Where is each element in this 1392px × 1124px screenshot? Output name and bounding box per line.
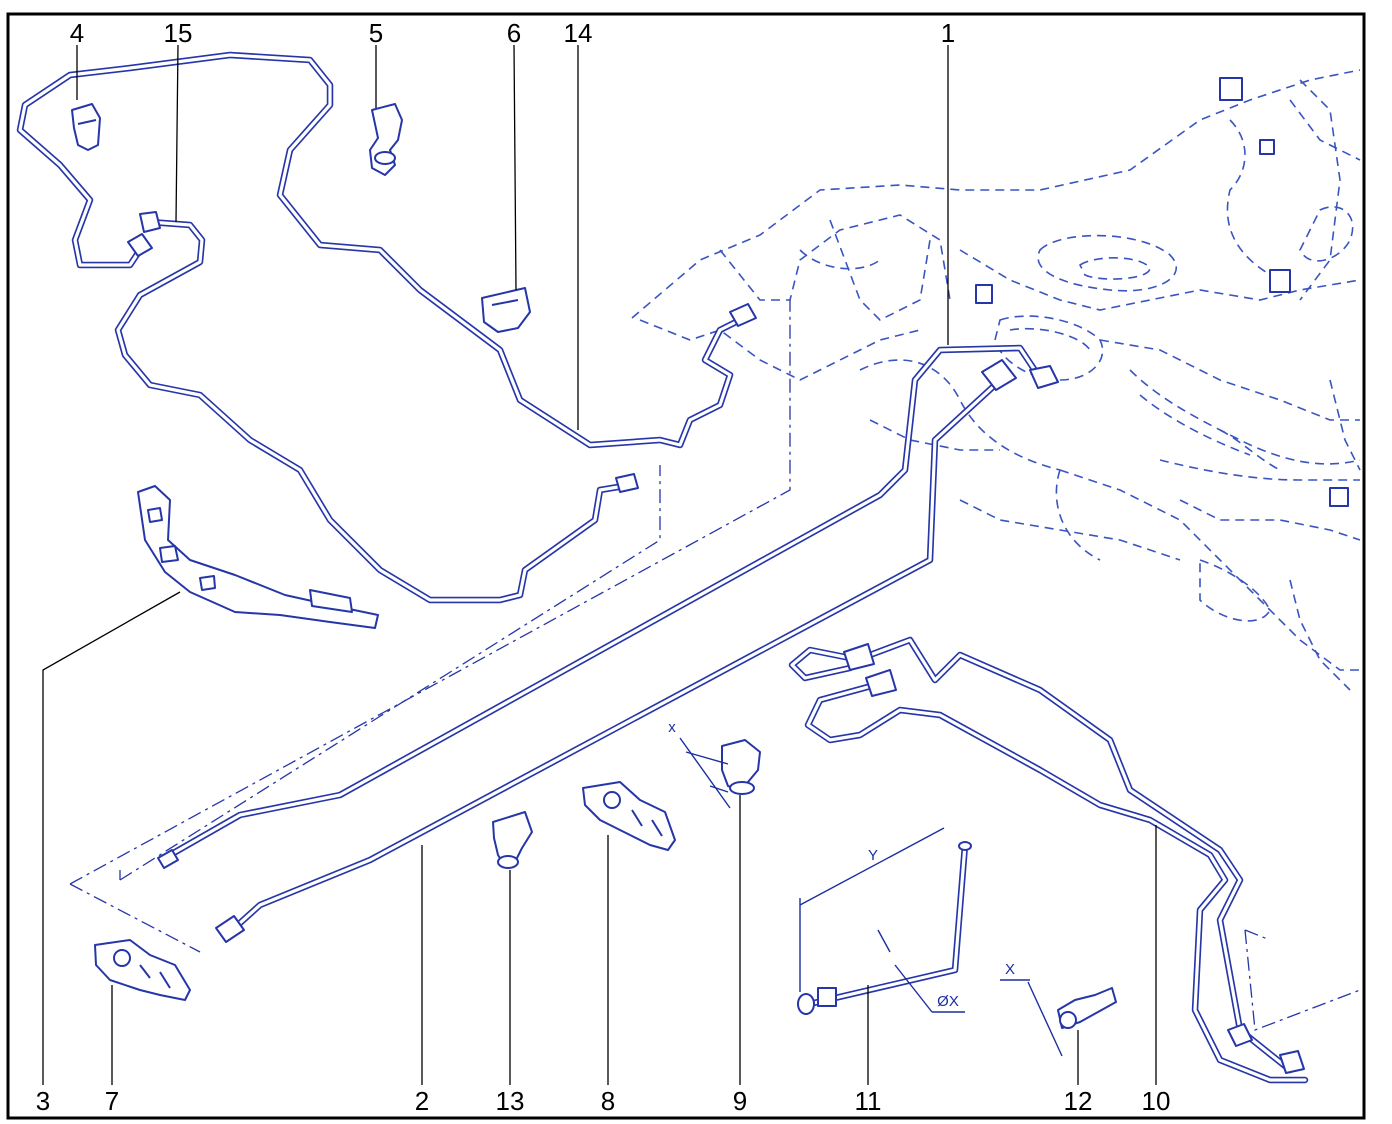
dimension-diameter-label: ØX — [937, 993, 959, 1010]
pipe-15 — [114, 211, 639, 604]
dimension-y-label: Y — [868, 847, 878, 864]
leader-lines — [42, 44, 1157, 1085]
dimension-clip-x-label: x — [668, 719, 676, 736]
clip-part-9 — [679, 737, 761, 809]
pipe-2 — [215, 359, 1017, 943]
callout-15: 15 — [164, 18, 193, 48]
callout-4: 4 — [70, 18, 84, 48]
callout-13: 13 — [496, 1086, 525, 1116]
clip-part-13 — [492, 811, 533, 869]
dimension-union-x-label: X — [1005, 961, 1015, 978]
pipe-14 — [16, 51, 757, 449]
dimension-labels: Y ØX x X — [668, 719, 1015, 1010]
clip-part-7 — [94, 939, 191, 1001]
clip-part-5 — [369, 103, 403, 176]
pipe-10 — [788, 636, 1309, 1084]
callout-3: 3 — [36, 1086, 50, 1116]
union-part-12 — [1000, 979, 1117, 1057]
callout-12: 12 — [1064, 1086, 1093, 1116]
dash-dot-guide-lines — [69, 300, 1361, 1031]
callout-14: 14 — [564, 18, 593, 48]
bracket-part-3 — [137, 485, 379, 629]
pipe-1 — [157, 344, 1059, 869]
body-clip-markers — [975, 77, 1349, 507]
clip-part-4 — [71, 103, 101, 151]
clip-part-6 — [481, 287, 531, 333]
callout-8: 8 — [601, 1086, 615, 1116]
callout-7: 7 — [105, 1086, 119, 1116]
clip-part-8 — [582, 781, 676, 851]
callout-1: 1 — [941, 18, 955, 48]
vehicle-body-outline — [631, 69, 1361, 691]
callout-5: 5 — [369, 18, 383, 48]
callout-6: 6 — [507, 18, 521, 48]
pipe-part-11 — [797, 827, 972, 1015]
diagram-frame — [6, 12, 1366, 1120]
callout-labels: 4 15 5 6 14 1 3 7 2 13 8 9 11 12 10 — [36, 18, 1171, 1116]
callout-9: 9 — [733, 1086, 747, 1116]
callout-10: 10 — [1142, 1086, 1171, 1116]
callout-11: 11 — [855, 1086, 882, 1116]
callout-2: 2 — [415, 1086, 429, 1116]
